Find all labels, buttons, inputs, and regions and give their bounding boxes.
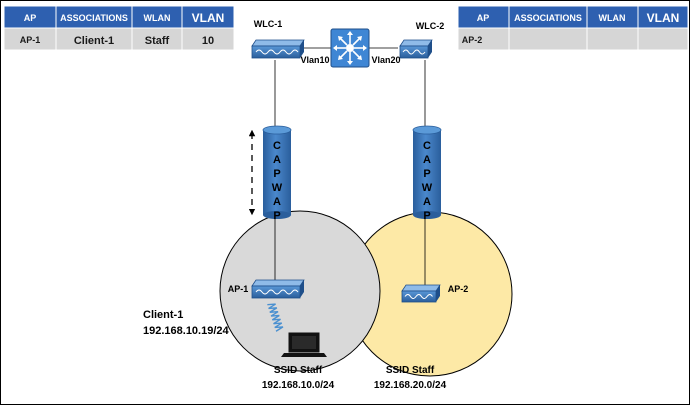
wlc-1-label: WLC-1	[254, 19, 283, 29]
capwap-tunnel-right: C A P W A P	[412, 125, 442, 222]
ap-1-device: AP-1	[228, 279, 305, 299]
left-ssid-label: SSID Staff	[274, 365, 323, 376]
right-header-wlan: WLAN	[599, 13, 626, 23]
wlc-2-label: WLC-2	[416, 21, 445, 31]
tunnel-left-letter: C	[273, 140, 281, 152]
left-row-vlan: 10	[202, 35, 214, 47]
tunnel-left-letter: A	[273, 154, 281, 166]
left-header-ap: AP	[24, 13, 37, 23]
tunnel-right-letter: C	[423, 140, 431, 152]
tunnel-left-letter: P	[273, 168, 280, 180]
left-row-ap: AP-1	[20, 35, 41, 45]
switch-hub	[346, 44, 354, 52]
laptop-base	[281, 353, 327, 357]
wlc-2-vlan-label: Vlan20	[371, 55, 400, 65]
wlc-1-front	[251, 45, 301, 59]
tunnel-left-top	[262, 125, 292, 135]
wlc-1-side	[300, 40, 304, 58]
left-header-wlan: WLAN	[144, 13, 171, 23]
right-header-associations: ASSOCIATIONS	[514, 13, 582, 23]
ap-2-label: AP-2	[448, 284, 469, 294]
right-row-ap: AP-2	[462, 35, 483, 45]
tunnel-right-bottom	[413, 211, 441, 219]
right-subnet-label: 192.168.20.0/24	[374, 380, 447, 391]
laptop-icon	[281, 332, 327, 357]
right-header-ap: AP	[477, 13, 490, 23]
laptop-display	[292, 336, 316, 349]
core-switch	[330, 28, 370, 68]
tunnel-right-letter: P	[423, 210, 430, 222]
tunnel-right-letter: P	[423, 168, 430, 180]
wlc-2-device: WLC-2 Vlan20	[371, 21, 444, 65]
tunnel-left-letter: A	[273, 196, 281, 208]
wlc-2-top	[399, 39, 433, 47]
wireless-link-icon	[267, 303, 284, 332]
tunnel-left-letter: W	[272, 182, 283, 194]
ap-1-side	[300, 280, 304, 298]
left-row-cell-vlan	[181, 27, 235, 51]
ap-2-side	[436, 285, 440, 302]
right-association-table: AP ASSOCIATIONS WLAN VLAN AP-2	[457, 5, 689, 51]
right-ssid-label: SSID Staff	[386, 365, 435, 376]
tunnel-right-top	[412, 125, 442, 135]
tunnel-right-body	[413, 130, 441, 215]
left-subnet-label: 192.168.10.0/24	[262, 380, 335, 391]
ap-1-top	[251, 279, 305, 287]
left-row-wlan: Staff	[145, 35, 170, 47]
wlc-1-vlan-label: Vlan10	[300, 55, 329, 65]
ap-1-front	[251, 285, 301, 299]
left-header-associations: ASSOCIATIONS	[60, 13, 128, 23]
right-row-cell-vlan	[637, 27, 689, 51]
tunnel-right-letter: W	[422, 182, 433, 194]
wlc-2-side	[428, 40, 432, 58]
ap-2-device: AP-2	[401, 284, 469, 303]
wlc-1-wave-icon	[255, 49, 299, 55]
tunnel-right-letter: A	[423, 196, 431, 208]
ap-2-front	[401, 290, 437, 303]
left-header-vlan: VLAN	[192, 11, 225, 25]
tunnel-left-body	[263, 130, 291, 215]
right-row-cell-associations	[508, 27, 588, 51]
wlc-1-device: WLC-1 Vlan10	[251, 19, 330, 65]
wlc-1-top	[251, 39, 305, 47]
tunnel-left-letter: P	[273, 210, 280, 222]
right-row-cell-wlan	[586, 27, 639, 51]
client-name: Client-1	[143, 309, 183, 321]
switch-arrows-icon	[336, 34, 364, 62]
right-header-vlan: VLAN	[647, 11, 680, 25]
ap-2-top	[401, 284, 441, 292]
ap-1-label: AP-1	[228, 284, 249, 294]
client-ip: 192.168.10.19/24	[143, 325, 230, 337]
capwap-tunnel-left: C A P W A P	[262, 125, 292, 222]
left-association-table: AP ASSOCIATIONS WLAN VLAN AP-1 Client-1 …	[3, 5, 235, 51]
wlc-2-wave-icon	[402, 49, 426, 55]
tunnel-left-bottom	[263, 211, 291, 219]
tunnel-right-letter: A	[423, 154, 431, 166]
ap-2-wave-icon	[404, 294, 433, 299]
switch-arrowheads	[333, 31, 367, 65]
ap-1-wave-icon	[255, 289, 299, 295]
left-row-associations: Client-1	[74, 35, 114, 47]
